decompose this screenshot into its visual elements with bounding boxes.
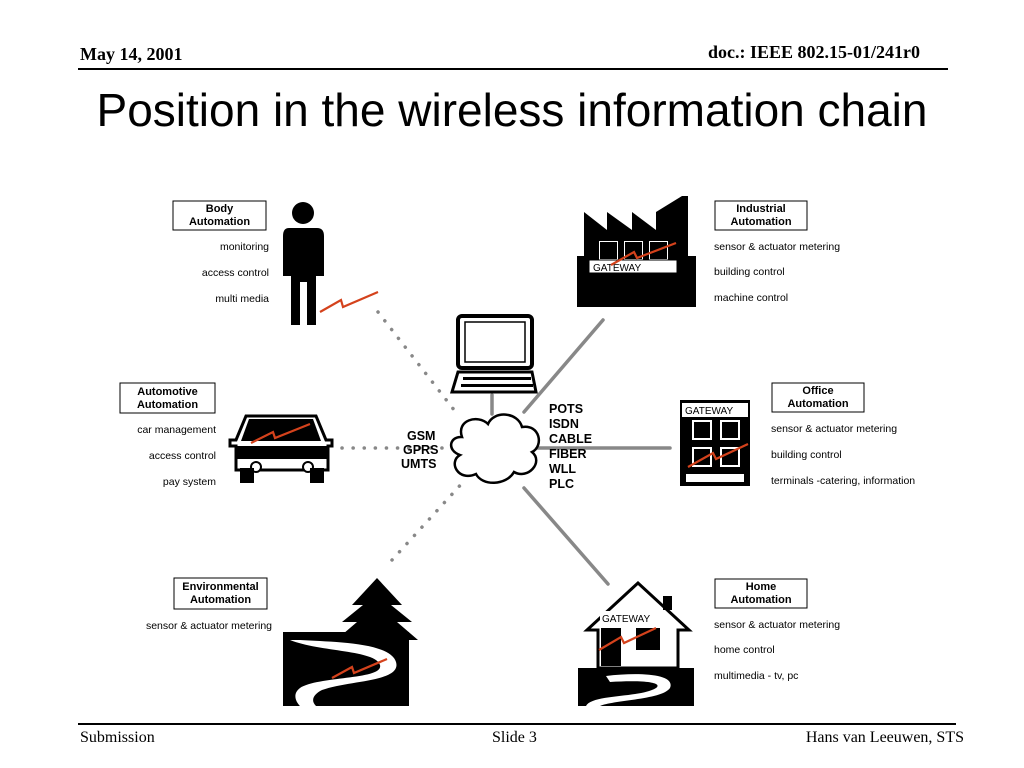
- landscape-icon: [283, 578, 418, 706]
- wireless-link-icon: [250, 422, 311, 444]
- wireless-link-icon: [331, 657, 388, 679]
- body-automation-group: Body Automation monitoring access contro…: [172, 200, 269, 305]
- house-icon: GATEWAY: [578, 580, 694, 706]
- environmental-automation-label: Environmental: [182, 581, 258, 593]
- automotive-item: pay system: [163, 476, 216, 488]
- footer-rule: [78, 723, 956, 725]
- automotive-item: car management: [137, 424, 216, 436]
- environmental-item: sensor & actuator metering: [146, 620, 272, 632]
- wireless-link-icon: [319, 290, 379, 313]
- office-building-icon: GATEWAY: [680, 400, 750, 486]
- industrial-automation-label: Industrial: [736, 203, 786, 215]
- network-label: WLL: [549, 462, 576, 476]
- industrial-item: sensor & actuator metering: [714, 241, 840, 253]
- house-gateway-label: GATEWAY: [602, 614, 650, 625]
- network-label: UMTS: [401, 457, 436, 471]
- footer-slide-number: Slide 3: [492, 729, 537, 746]
- home-automation-label: Automation: [730, 594, 791, 606]
- body-automation-label: Automation: [189, 216, 250, 228]
- person-icon: [283, 202, 324, 325]
- office-item: building control: [771, 449, 842, 461]
- network-label: FIBER: [549, 447, 587, 461]
- factory-icon: GATEWAY: [577, 196, 696, 307]
- home-automation-box: [714, 578, 808, 609]
- industrial-item: machine control: [714, 292, 788, 304]
- connectors: [340, 310, 672, 586]
- home-item: home control: [714, 644, 775, 656]
- automotive-item: access control: [149, 450, 216, 462]
- office-item: sensor & actuator metering: [771, 423, 897, 435]
- factory-gateway-label: GATEWAY: [593, 263, 641, 274]
- automotive-automation-group: Automotive Automation car management acc…: [119, 382, 216, 488]
- footer-submission: Submission: [80, 729, 155, 746]
- industrial-automation-group: Industrial Automation sensor & actuator …: [714, 200, 840, 304]
- body-item: multi media: [215, 293, 269, 305]
- network-label: PLC: [549, 477, 574, 491]
- footer-author: Hans van Leeuwen, STS: [805, 729, 964, 746]
- header-rule: [78, 68, 948, 70]
- network-labels-right: POTS ISDN CABLE FIBER WLL PLC: [549, 402, 592, 491]
- automotive-automation-label: Automotive: [137, 386, 198, 398]
- industrial-item: building control: [714, 266, 785, 278]
- network-labels-left: GSM GPRS UMTS: [401, 429, 438, 471]
- car-icon: [228, 414, 334, 483]
- home-item: sensor & actuator metering: [714, 619, 840, 631]
- industrial-automation-label: Automation: [730, 216, 791, 228]
- network-label: CABLE: [549, 432, 592, 446]
- environmental-automation-box: [173, 577, 268, 610]
- wireless-link-icon: [687, 443, 749, 468]
- computer-icon: [449, 314, 538, 394]
- network-cloud-icon: [450, 413, 541, 484]
- body-automation-box: [172, 200, 267, 231]
- connector-home: [522, 486, 610, 586]
- connector-industrial: [522, 318, 605, 414]
- network-label: POTS: [549, 402, 583, 416]
- office-gateway-label: GATEWAY: [685, 406, 733, 417]
- wireless-link-icon: [598, 627, 657, 651]
- office-item: terminals -catering, information: [771, 475, 915, 487]
- body-item: access control: [202, 267, 269, 279]
- automotive-automation-label: Automation: [137, 399, 198, 411]
- home-item: multimedia - tv, pc: [714, 670, 798, 682]
- body-automation-label: Body: [206, 203, 234, 215]
- connector-environmental: [390, 478, 467, 562]
- home-automation-label: Home: [746, 581, 777, 593]
- office-automation-label: Office: [802, 385, 833, 397]
- office-automation-label: Automation: [787, 398, 848, 410]
- body-item: monitoring: [220, 241, 269, 253]
- network-label: GSM: [407, 429, 435, 443]
- industrial-automation-box: [714, 200, 808, 231]
- office-automation-group: Office Automation sensor & actuator mete…: [771, 382, 915, 487]
- wireless-link-icon: [610, 241, 677, 266]
- home-automation-group: Home Automation sensor & actuator meteri…: [714, 578, 840, 682]
- network-label: GPRS: [403, 443, 438, 457]
- environmental-automation-group: Environmental Automation sensor & actuat…: [146, 577, 272, 632]
- header-doc-id: doc.: IEEE 802.15-01/241r0: [707, 42, 920, 62]
- connector-body: [376, 310, 460, 417]
- environmental-automation-label: Automation: [190, 594, 251, 606]
- slide-title: Position in the wireless information cha…: [96, 84, 928, 136]
- office-automation-box: [771, 382, 865, 413]
- network-label: ISDN: [549, 417, 579, 431]
- header-date: May 14, 2001: [80, 44, 183, 64]
- automotive-automation-box: [119, 382, 216, 414]
